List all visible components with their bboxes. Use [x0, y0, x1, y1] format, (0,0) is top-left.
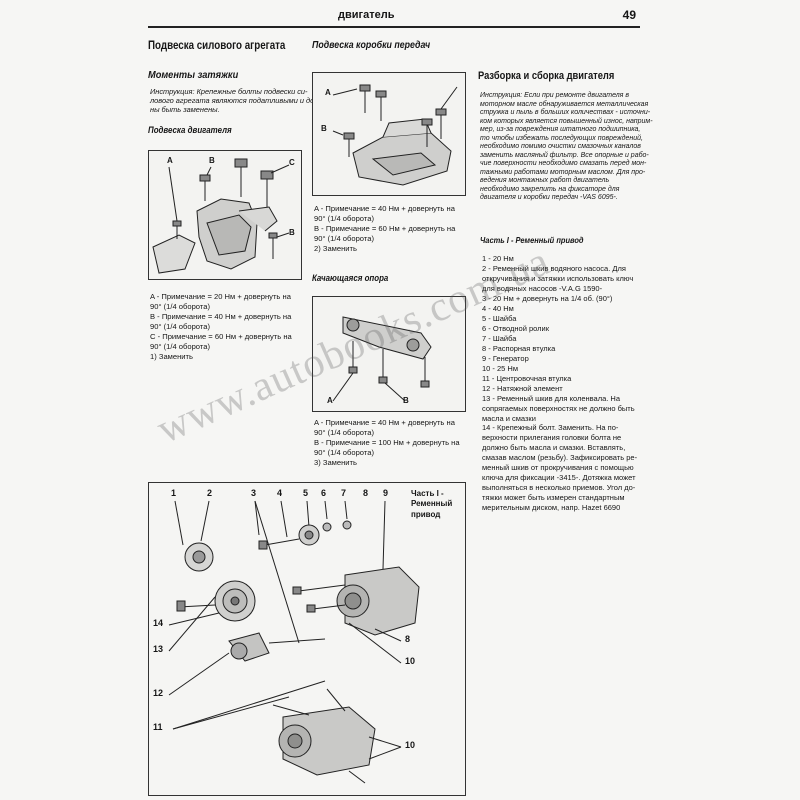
notes-gearbox-mount: A - Примечание = 40 Нм + довернуть на 90…	[314, 204, 456, 254]
figure-engine-mount: A B C B	[148, 150, 302, 280]
figure-belt-drive: 1 2 3 4 5 6 7 8 9 Часть I - Ременный при…	[148, 482, 466, 796]
instruction-col3: Инструкция: Если при ремонте двигателя в…	[480, 92, 653, 202]
notes-pendulum-mount: A - Примечание = 40 Нм + довернуть на 90…	[314, 418, 460, 468]
figure-pendulum-mount: A B	[312, 296, 466, 412]
page-number: 49	[622, 8, 636, 22]
section-title-gearbox-mount: Подвеска коробки передач	[312, 40, 431, 51]
part-number-9: 9	[383, 488, 389, 498]
callout-a: A	[327, 396, 333, 405]
page-header: двигатель 49	[148, 8, 640, 28]
parts-list-belt-drive: 1 - 20 Нм 2 - Ременный шкив водяного нас…	[482, 254, 638, 513]
section-title-engine-assembly: Разборка и сборка двигателя	[478, 70, 615, 82]
callout-b: B	[403, 396, 409, 405]
figure-caption: Часть I - Ременный привод	[411, 489, 453, 519]
part-number-7: 7	[341, 488, 347, 498]
callout-a: A	[167, 156, 173, 165]
header-title: двигатель	[338, 9, 395, 21]
callout-c: C	[289, 158, 295, 167]
part-number-11: 11	[153, 722, 163, 732]
part-number-8: 8	[363, 488, 369, 498]
gearbox-mount-drawing	[332, 84, 458, 186]
subsection-belt-drive: Часть I - Ременный привод	[480, 235, 584, 245]
part-number-1: 1	[171, 488, 177, 498]
callout-a: A	[325, 88, 331, 97]
section-title-powertrain-mount: Подвеска силового агрегата	[148, 40, 286, 52]
part-number-3: 3	[251, 488, 257, 498]
belt-drive-drawing	[168, 500, 420, 784]
subsection-pendulum-mount: Качающаяся опора	[312, 273, 389, 283]
notes-engine-mount: A - Примечание = 20 Нм + довернуть на 90…	[150, 292, 292, 362]
callout-b: B	[321, 124, 327, 133]
part-number-12: 12	[153, 688, 164, 698]
part-number-5: 5	[303, 488, 309, 498]
part-number-4: 4	[277, 488, 283, 498]
subsection-engine-mount: Подвеска двигателя	[148, 125, 232, 135]
pendulum-mount-drawing	[332, 316, 432, 402]
figure-gearbox-mount: A B	[312, 72, 466, 196]
part-number-6: 6	[321, 488, 327, 498]
instruction-col1: Инструкция: Крепежные болты подвески си-…	[150, 87, 326, 115]
engine-mount-drawing	[152, 158, 290, 274]
subtitle-torque: Моменты затяжки	[148, 69, 239, 81]
part-number-14: 14	[153, 618, 164, 628]
callout-b: B	[209, 156, 215, 165]
part-number-10-lower: 10	[405, 740, 416, 750]
part-number-13: 13	[153, 644, 164, 654]
part-number-10: 10	[405, 656, 416, 666]
part-number-8-right: 8	[405, 634, 411, 644]
callout-b2: B	[289, 228, 295, 237]
part-number-2: 2	[207, 488, 213, 498]
